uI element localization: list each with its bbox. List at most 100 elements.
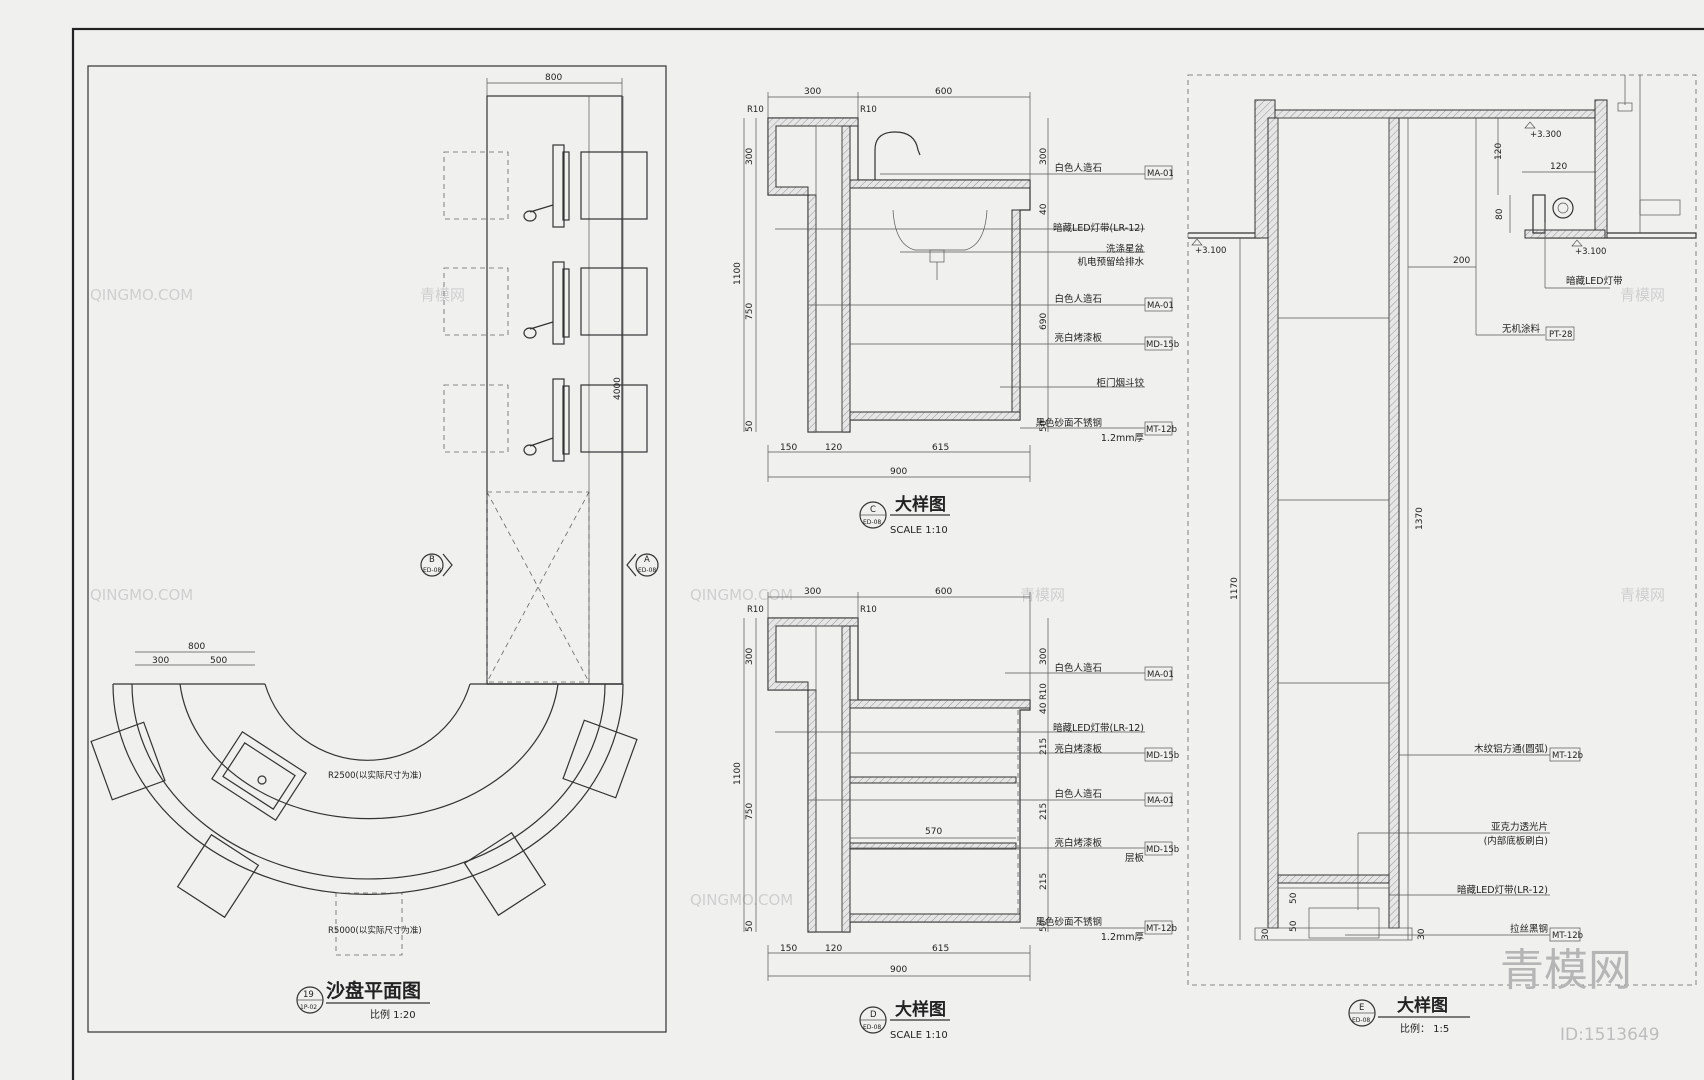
plan-dim-arc-b: 500 — [210, 656, 227, 666]
plan-title: 沙盘平面图 — [326, 979, 421, 1002]
svg-text:50: 50 — [1039, 420, 1049, 432]
svg-text:300: 300 — [1039, 148, 1049, 165]
svg-text:R10: R10 — [1039, 683, 1049, 700]
svg-text:ED-08: ED-08 — [1352, 1017, 1370, 1024]
svg-text:50: 50 — [745, 920, 755, 932]
svg-text:黑色砂面不锈钢: 黑色砂面不锈钢 — [1035, 417, 1102, 429]
detail-c-annotations: 白色人造石 MA-01 暗藏LED灯带(LR-12) 洗涤星盆 机电预留给排水 … — [775, 162, 1179, 444]
svg-text:1.2mm厚: 1.2mm厚 — [1101, 433, 1145, 444]
svg-text:A: A — [644, 555, 650, 565]
svg-text:B: B — [429, 555, 435, 565]
sheet-frame — [71, 27, 1704, 1080]
svg-text:615: 615 — [932, 443, 949, 453]
plan-radius-outer: R5000(以实际尺寸为准) — [328, 925, 422, 936]
detail-e-annotations: 暗藏LED灯带 无机涂料 PT-28 木纹铝方通(圆弧) MT-12b 亚克力透… — [1345, 118, 1623, 942]
plan-view: 800 4000 800 300 500 R2500(以 — [87, 65, 667, 1033]
svg-text:机电预留给排水: 机电预留给排水 — [1077, 256, 1144, 268]
svg-text:1100: 1100 — [733, 262, 743, 285]
svg-text:300: 300 — [745, 148, 755, 165]
plan-frame — [87, 65, 667, 1033]
id-watermark: ID:1513649 — [1560, 1025, 1660, 1045]
svg-text:亚克力透光片: 亚克力透光片 — [1491, 821, 1548, 833]
svg-text:215: 215 — [1039, 738, 1049, 755]
svg-text:白色人造石: 白色人造石 — [1054, 788, 1102, 800]
svg-text:柜门烟斗铰: 柜门烟斗铰 — [1096, 377, 1144, 389]
svg-text:300: 300 — [804, 87, 821, 97]
svg-text:MT-12b: MT-12b — [1146, 924, 1177, 934]
svg-text:PT-28: PT-28 — [1549, 330, 1572, 340]
plan-scale: 比例 1:20 — [370, 1008, 416, 1021]
svg-text:暗藏LED灯带(LR-12): 暗藏LED灯带(LR-12) — [1053, 722, 1144, 734]
svg-text:MD-15b: MD-15b — [1146, 340, 1179, 350]
svg-text:E: E — [1359, 1003, 1364, 1013]
svg-text:600: 600 — [935, 587, 952, 597]
plan-chairs — [443, 151, 648, 453]
svg-text:750: 750 — [745, 303, 755, 320]
svg-text:750: 750 — [745, 803, 755, 820]
brand-watermark: 青模网 — [1500, 945, 1632, 996]
plan-dim-arc-total: 800 — [188, 642, 205, 652]
detail-e-frame — [1187, 74, 1697, 986]
svg-text:黑色砂面不锈钢: 黑色砂面不锈钢 — [1035, 916, 1102, 928]
section-marker-a: A ED-08 — [626, 553, 659, 577]
svg-text:大样图: 大样图 — [895, 999, 946, 1020]
plan-dim-top: 800 — [545, 73, 562, 83]
svg-text:层板: 层板 — [1125, 852, 1145, 864]
plan-cabinet — [486, 491, 590, 683]
svg-text:1.2mm厚: 1.2mm厚 — [1101, 932, 1145, 943]
svg-text:30: 30 — [1261, 928, 1271, 940]
section-marker-b: B ED-08 — [420, 553, 453, 577]
plan-ref: 1P-02 — [300, 1004, 317, 1011]
detail-c-title: C ED-08 大样图 SCALE 1:10 — [859, 494, 950, 536]
svg-text:MA-01: MA-01 — [1147, 796, 1174, 806]
plan-number: 19 — [303, 990, 314, 1000]
plan-radius-inner: R2500(以实际尺寸为准) — [328, 770, 422, 781]
svg-text:900: 900 — [890, 467, 907, 477]
svg-text:ED-08: ED-08 — [863, 519, 881, 526]
svg-text:白色人造石: 白色人造石 — [1054, 162, 1102, 174]
svg-text:木纹铝方通(圆弧): 木纹铝方通(圆弧) — [1474, 743, 1548, 755]
svg-text:1100: 1100 — [733, 762, 743, 785]
svg-text:比例： 1:5: 比例： 1:5 — [1400, 1022, 1449, 1035]
svg-text:白色人造石: 白色人造石 — [1054, 293, 1102, 305]
svg-text:无机涂料: 无机涂料 — [1502, 323, 1541, 335]
svg-text:30: 30 — [1417, 928, 1427, 940]
svg-text:150: 150 — [780, 944, 797, 954]
svg-text:300: 300 — [1039, 648, 1049, 665]
svg-text:570: 570 — [925, 827, 942, 837]
svg-text:R10: R10 — [747, 605, 764, 615]
svg-text:暗藏LED灯带(LR-12): 暗藏LED灯带(LR-12) — [1457, 884, 1548, 896]
svg-text:C: C — [870, 505, 876, 515]
svg-text:MT-12b: MT-12b — [1552, 751, 1583, 761]
svg-text:1170: 1170 — [1230, 577, 1240, 600]
detail-c: 300 600 R10 R10 300 1100 750 50 300 40 6… — [733, 87, 1179, 536]
svg-text:MT-12b: MT-12b — [1146, 425, 1177, 435]
watermark-site: QINGMO.COM — [90, 586, 193, 604]
detail-e: +3.300 +3.100 +3.100 120 120 80 200 1370… — [1187, 74, 1697, 1035]
svg-text:150: 150 — [780, 443, 797, 453]
svg-text:亮白烤漆板: 亮白烤漆板 — [1054, 332, 1102, 344]
svg-text:暗藏LED灯带: 暗藏LED灯带 — [1566, 275, 1623, 287]
plan-dim-length: 4000 — [613, 377, 623, 400]
svg-text:洗涤星盆: 洗涤星盆 — [1106, 243, 1145, 255]
svg-text:大样图: 大样图 — [1397, 995, 1448, 1016]
svg-text:(内部底板刷白): (内部底板刷白) — [1484, 835, 1548, 847]
level-right: +3.100 — [1575, 247, 1606, 257]
plan-monitors — [523, 144, 570, 462]
svg-text:900: 900 — [890, 965, 907, 975]
watermark-logo: 青模网 — [1620, 286, 1665, 304]
svg-text:300: 300 — [745, 648, 755, 665]
svg-text:1370: 1370 — [1415, 507, 1425, 530]
level-top: +3.300 — [1530, 130, 1561, 140]
svg-text:MD-15b: MD-15b — [1146, 845, 1179, 855]
svg-text:拉丝黑钢: 拉丝黑钢 — [1510, 923, 1548, 935]
svg-text:大样图: 大样图 — [895, 494, 946, 515]
plan-counter — [486, 95, 623, 685]
svg-text:80: 80 — [1495, 208, 1505, 220]
svg-text:50: 50 — [1289, 892, 1299, 904]
svg-text:亮白烤漆板: 亮白烤漆板 — [1054, 837, 1102, 849]
watermark-logo: 青模网 — [1620, 586, 1665, 604]
svg-text:R10: R10 — [747, 105, 764, 115]
svg-text:50: 50 — [1289, 920, 1299, 932]
